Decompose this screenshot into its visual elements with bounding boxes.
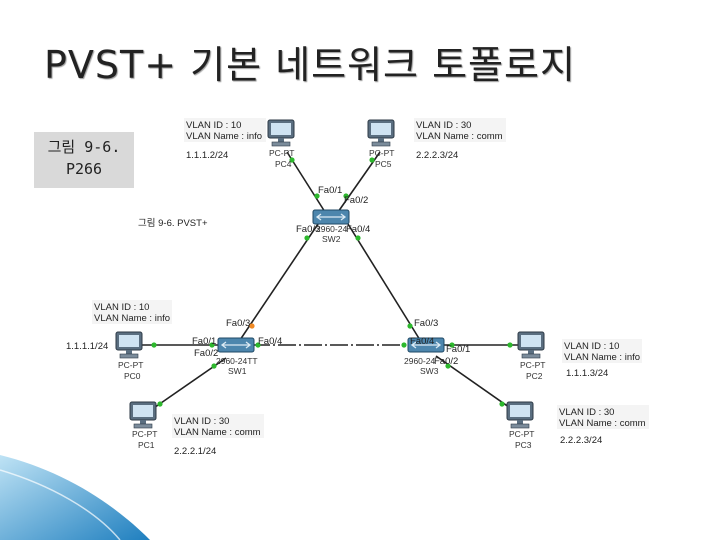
- pc0-vlan-name: VLAN Name : info: [94, 313, 170, 324]
- pc4-type: PC-PT: [269, 148, 295, 158]
- sw2-port-fa03: Fa0/3: [296, 224, 320, 235]
- pc2-vlan-id: VLAN ID : 10: [564, 341, 619, 352]
- pc2-type: PC-PT: [520, 360, 546, 370]
- sw2-port-fa02: Fa0/2: [344, 195, 368, 206]
- pc1-name: PC1: [138, 440, 155, 450]
- sw1-port-fa03: Fa0/3: [226, 318, 250, 329]
- pc5-vlan-name: VLAN Name : comm: [416, 131, 503, 142]
- pc5-type: PC-PT: [369, 148, 395, 158]
- sw3-port-fa01: Fa0/1: [446, 344, 470, 355]
- sw2-model: 2960-24: [316, 224, 347, 234]
- pc5-vlan-id: VLAN ID : 30: [416, 120, 471, 131]
- pc2-vlan-name: VLAN Name : info: [564, 352, 640, 363]
- sw1-name: SW1: [228, 366, 247, 376]
- link-sw2-sw3: [347, 223, 421, 341]
- link-sw2-sw1: [239, 223, 319, 341]
- pc3-name: PC3: [515, 440, 532, 450]
- pc4-vlan-id: VLAN ID : 10: [186, 120, 241, 131]
- switch-sw1-icon[interactable]: [217, 337, 255, 353]
- sw3-model: 2960-24: [404, 356, 435, 366]
- slide-title: PVST+ 기본 네트워크 토폴로지: [44, 43, 576, 87]
- pc-pc3-icon[interactable]: [506, 401, 534, 429]
- sw1-port-fa02: Fa0/2: [194, 348, 218, 359]
- pc-pc1-icon[interactable]: [129, 401, 157, 429]
- sw2-port-fa01: Fa0/1: [318, 185, 342, 196]
- pc-pc2-icon[interactable]: [517, 331, 545, 359]
- pc1-vlan-id: VLAN ID : 30: [174, 416, 229, 427]
- sw3-port-fa03: Fa0/3: [414, 318, 438, 329]
- sw3-port-fa02: Fa0/2: [434, 356, 458, 367]
- pc4-name: PC4: [275, 159, 292, 169]
- decorative-wave: [0, 455, 150, 540]
- sw2-port-fa04: Fa0/4: [346, 224, 370, 235]
- pc5-ip: 2.2.2.3/24: [416, 150, 458, 161]
- pc5-name: PC5: [375, 159, 392, 169]
- pc0-ip: 1.1.1.1/24: [66, 341, 108, 352]
- pc3-ip: 2.2.2.3/24: [560, 435, 602, 446]
- caption-line-1: 그림 9-6.: [47, 138, 121, 156]
- pc0-name: PC0: [124, 371, 141, 381]
- pc3-vlan-name: VLAN Name : comm: [559, 418, 646, 429]
- sw1-port-fa01: Fa0/1: [192, 336, 216, 347]
- pc0-type: PC-PT: [118, 360, 144, 370]
- pc1-type: PC-PT: [132, 429, 158, 439]
- pc1-ip: 2.2.2.1/24: [174, 446, 216, 457]
- pc0-vlan-id: VLAN ID : 10: [94, 302, 149, 313]
- sw1-port-fa04: Fa0/4: [258, 336, 282, 347]
- switch-sw2-icon[interactable]: [312, 209, 350, 225]
- sw2-name: SW2: [322, 234, 341, 244]
- pc4-vlan-name: VLAN Name : info: [186, 131, 262, 142]
- figure-label: 그림 9-6. PVST+: [138, 217, 208, 229]
- pc2-ip: 1.1.1.3/24: [566, 368, 608, 379]
- pc4-ip: 1.1.1.2/24: [186, 150, 228, 161]
- pc-pc4-icon[interactable]: [267, 119, 295, 147]
- pc-pc5-icon[interactable]: [367, 119, 395, 147]
- sw1-model: 2960-24TT: [216, 356, 258, 366]
- sw3-name: SW3: [420, 366, 439, 376]
- pc2-name: PC2: [526, 371, 543, 381]
- caption-line-2: P266: [65, 160, 103, 178]
- pc3-vlan-id: VLAN ID : 30: [559, 407, 614, 418]
- figure-caption-box: 그림 9-6. P266: [34, 132, 134, 188]
- port-status-lights: [151, 157, 513, 407]
- pc3-type: PC-PT: [509, 429, 535, 439]
- pc1-vlan-name: VLAN Name : comm: [174, 427, 261, 438]
- pc-pc0-icon[interactable]: [115, 331, 143, 359]
- sw3-port-fa04: Fa0/4: [410, 336, 434, 347]
